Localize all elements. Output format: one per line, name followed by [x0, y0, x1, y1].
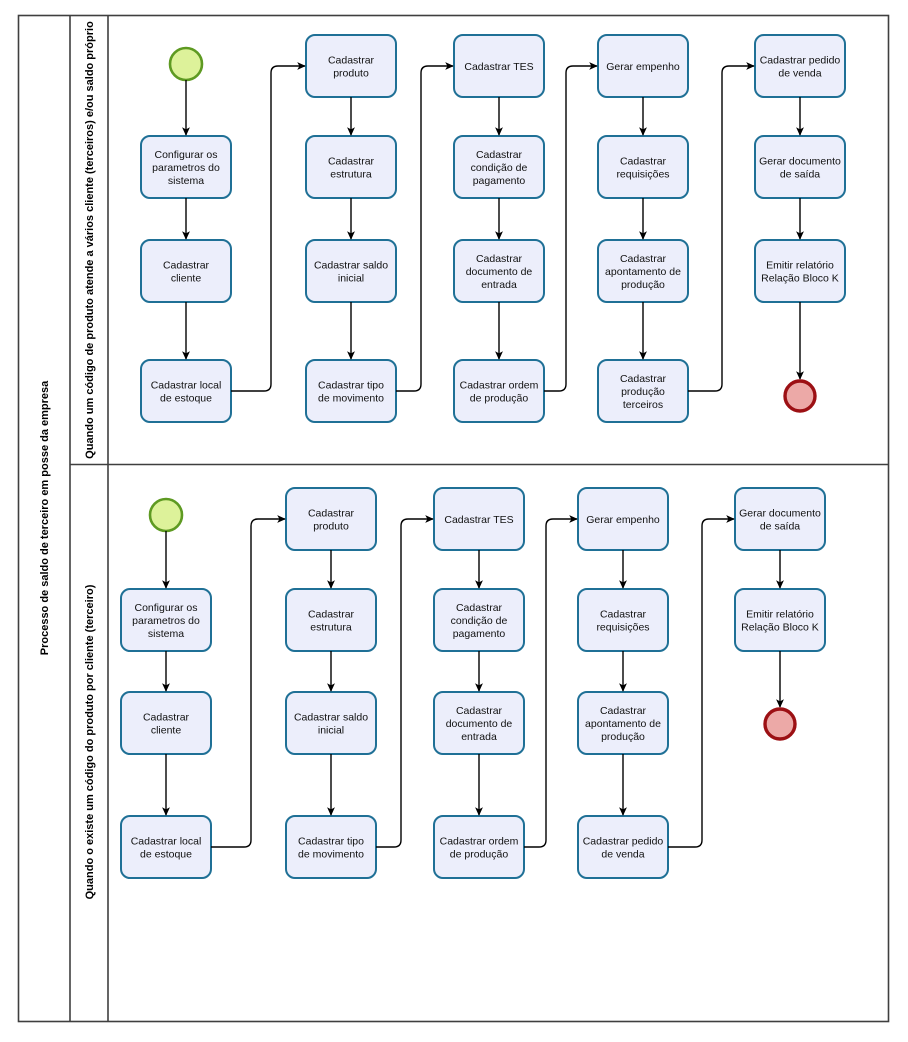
task-lane2-c3-n1[interactable]: Cadastrar TES — [433, 487, 525, 551]
task-lane1-c4-n1[interactable]: Gerar empenho — [597, 34, 689, 98]
flow-lane1-link-4 — [688, 62, 755, 392]
start-event-lane1[interactable] — [168, 46, 204, 82]
flow-lane2-link-4 — [668, 515, 735, 848]
task-label: Cadastrar TES — [464, 61, 533, 73]
end-event-icon[interactable] — [783, 379, 817, 413]
task-lane1-c3-n1[interactable]: Cadastrar TES — [453, 34, 545, 98]
end-event-icon[interactable] — [763, 707, 797, 741]
pool-frame — [17, 14, 890, 1023]
pool-label: Processo de saldo de terceiro em posse d… — [39, 380, 51, 655]
pool-label-text: Processo de saldo de terceiro em posse d… — [39, 380, 51, 655]
task-label: Gerar empenho — [606, 61, 680, 73]
end-event-lane1[interactable] — [783, 379, 817, 413]
lane1-label-text: Quando um código de produto atende a vár… — [84, 21, 96, 459]
lane2-label-text: Quando o existe um código do produto por… — [84, 584, 96, 899]
lane-label-lane2: Quando o existe um código do produto por… — [84, 584, 96, 899]
start-event-icon[interactable] — [168, 46, 204, 82]
task-label: Gerar empenho — [586, 514, 660, 526]
flow-lane1-link-3 — [544, 62, 598, 392]
flow-lane1-link-1 — [231, 62, 306, 392]
task-lane2-c4-n1[interactable]: Gerar empenho — [577, 487, 669, 551]
lane-label-lane1: Quando um código de produto atende a vár… — [84, 21, 96, 459]
start-event-lane2[interactable] — [148, 497, 184, 533]
end-event-lane2[interactable] — [763, 707, 797, 741]
flow-lane2-link-1 — [211, 515, 286, 848]
flow-lane1-link-2 — [396, 62, 454, 392]
start-event-icon[interactable] — [148, 497, 184, 533]
flow-lane2-link-2 — [376, 515, 434, 848]
flow-lane2-link-3 — [524, 515, 578, 848]
task-label: Cadastrar TES — [444, 514, 513, 526]
